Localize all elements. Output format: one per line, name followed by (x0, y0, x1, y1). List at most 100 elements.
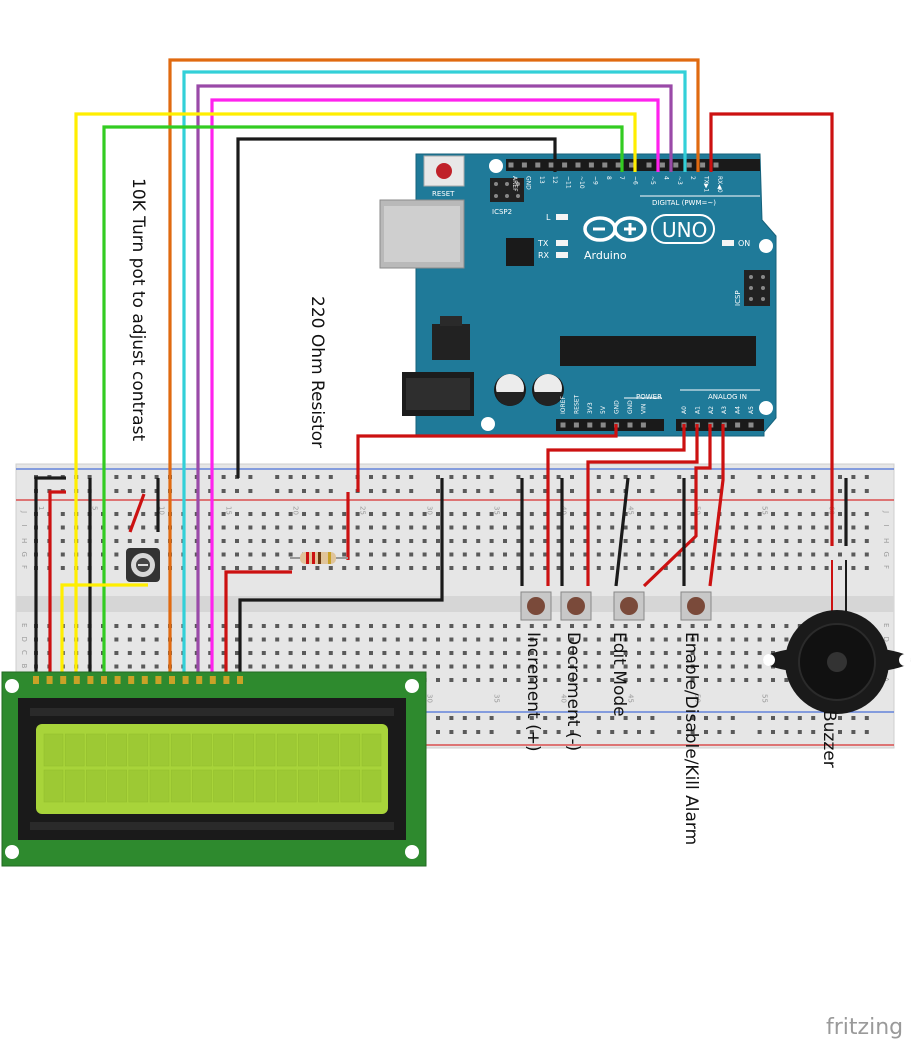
breadboard-row-letter: E (20, 623, 28, 627)
digital-pin-label: ~5 (649, 176, 656, 185)
led-rx (556, 252, 568, 258)
led-on-label: ON (738, 239, 750, 248)
breadboard-column-number: 15 (225, 506, 233, 515)
digital-pin-label: 8 (605, 176, 612, 180)
digital-pin-label: 12 (551, 176, 558, 184)
breadboard-column-number: 40 (560, 694, 568, 703)
power-section-label: POWER (636, 393, 662, 401)
breadboard-row-letter: I (882, 525, 890, 527)
wire-black-bb1 (34, 476, 66, 680)
power-pin-label: RESET (573, 394, 580, 414)
resistor-label: 220 Ohm Resistor (307, 296, 327, 448)
wires (34, 58, 848, 680)
resistor (290, 552, 348, 564)
breadboard-column-number: 35 (493, 506, 501, 515)
breadboard-row-letter: G (20, 552, 28, 557)
increment-label: Increment (+) (523, 632, 543, 752)
wire-red-5v (356, 424, 618, 492)
wire-red-a2 (642, 424, 712, 588)
analog-pin-label: A4 (735, 406, 742, 414)
edit-mode-label: Edit Mode (609, 632, 629, 717)
power-header (556, 419, 664, 431)
digital-section-label: DIGITAL (PWM=~) (652, 199, 716, 207)
analog-pin-label: A0 (681, 406, 688, 414)
arduino-logo: UNO Arduino (583, 214, 715, 262)
lcd-16x2 (1, 671, 427, 867)
digital-pin-label: ~10 (578, 176, 585, 189)
digital-pin-label: TX▶1 (703, 175, 710, 192)
digital-pin-label: 4 (662, 176, 669, 180)
breadboard-row-letter: H (20, 538, 28, 543)
breadboard-row-letter: D (882, 637, 890, 642)
uno-logo-text: UNO (662, 218, 707, 242)
analog-pin-label: A1 (694, 406, 701, 414)
decrement-label: Decrement (-) (563, 632, 583, 751)
power-pin-label: 3V3 (587, 402, 594, 414)
reset-label: RESET (432, 190, 455, 198)
analog-pin-label: A2 (708, 406, 715, 414)
wire-red-a1 (586, 424, 699, 586)
icsp-header (744, 270, 770, 306)
push-button-decrement (560, 591, 592, 621)
digital-pin-label: 13 (538, 176, 545, 184)
wire-red-pot (128, 493, 146, 533)
power-pin-label: VIN (640, 404, 647, 414)
wire-black-gnd (236, 137, 557, 478)
wire-cyan (182, 70, 687, 680)
breadboard-column-number: 45 (627, 506, 635, 515)
wire-red-a0 (546, 424, 686, 586)
wire-red-bb1 (48, 490, 66, 680)
fritzing-watermark: fritzing (826, 1015, 903, 1040)
wire-purple (196, 84, 673, 680)
reset-button-cap (436, 163, 452, 179)
mount-hole (759, 239, 773, 253)
icsp2-label: ICSP2 (492, 208, 512, 216)
buzzer (763, 560, 911, 714)
wire-red-a3 (708, 424, 725, 587)
digital-pin-label: GND (524, 176, 531, 190)
led-tx (556, 240, 568, 246)
breadboard-column-number: 30 (426, 506, 434, 515)
digital-pin-label: 7 (618, 176, 625, 180)
breadboard-row-letter: J (882, 510, 890, 513)
voltage-regulator (432, 324, 470, 360)
wire-red-lcd-bl (224, 570, 292, 680)
breadboard-column-number: 35 (493, 694, 501, 703)
digital-pin-label: ~11 (565, 176, 572, 189)
power-pin-label: IOREF (560, 396, 567, 414)
breadboard-column-number: 30 (426, 694, 434, 703)
breadboard-row-letter: I (20, 525, 28, 527)
wire-red-buzzer (709, 112, 834, 546)
led-tx-label: TX (537, 239, 549, 248)
digital-pin-label: 2 (689, 176, 696, 180)
breadboard-row-letter: D (20, 637, 28, 642)
digital-pin-label: AREF (511, 176, 518, 192)
breadboard-column-number: 25 (359, 506, 367, 515)
analog-pin-label: A3 (721, 406, 728, 414)
breadboard-column-number: 55 (761, 506, 769, 515)
breadboard-column-number: 50 (694, 694, 702, 703)
breadboard-row-letter: B (20, 664, 28, 669)
wire-black-btn3 (614, 477, 630, 587)
wire-yellow-pot (60, 583, 148, 680)
breadboard-column-number: 55 (761, 694, 769, 703)
arduino-brand-text: Arduino (584, 249, 627, 262)
digital-pin-label: ~9 (591, 176, 598, 185)
arduino-uno: RESET ICSP2 L TX RX ON (379, 153, 777, 437)
breadboard-row-letter: C (20, 650, 28, 655)
wire-black-lcd-gnd (238, 478, 444, 680)
wire-orange (168, 58, 700, 680)
power-pin-label: 5V (600, 405, 607, 414)
wire-green (102, 125, 624, 680)
digital-pin-label: ~6 (632, 176, 639, 185)
analog-section-label: ANALOG IN (708, 393, 747, 401)
led-on (722, 240, 734, 246)
analog-pin-label: A5 (748, 406, 755, 414)
push-button-edit (613, 591, 645, 621)
led-l (556, 214, 568, 220)
pot-label: 10K Turn pot to adjust contrast (128, 178, 148, 441)
breadboard-row-letter: F (882, 565, 890, 569)
potentiometer (126, 548, 160, 582)
breadboard-column-number: 10 (158, 506, 166, 515)
